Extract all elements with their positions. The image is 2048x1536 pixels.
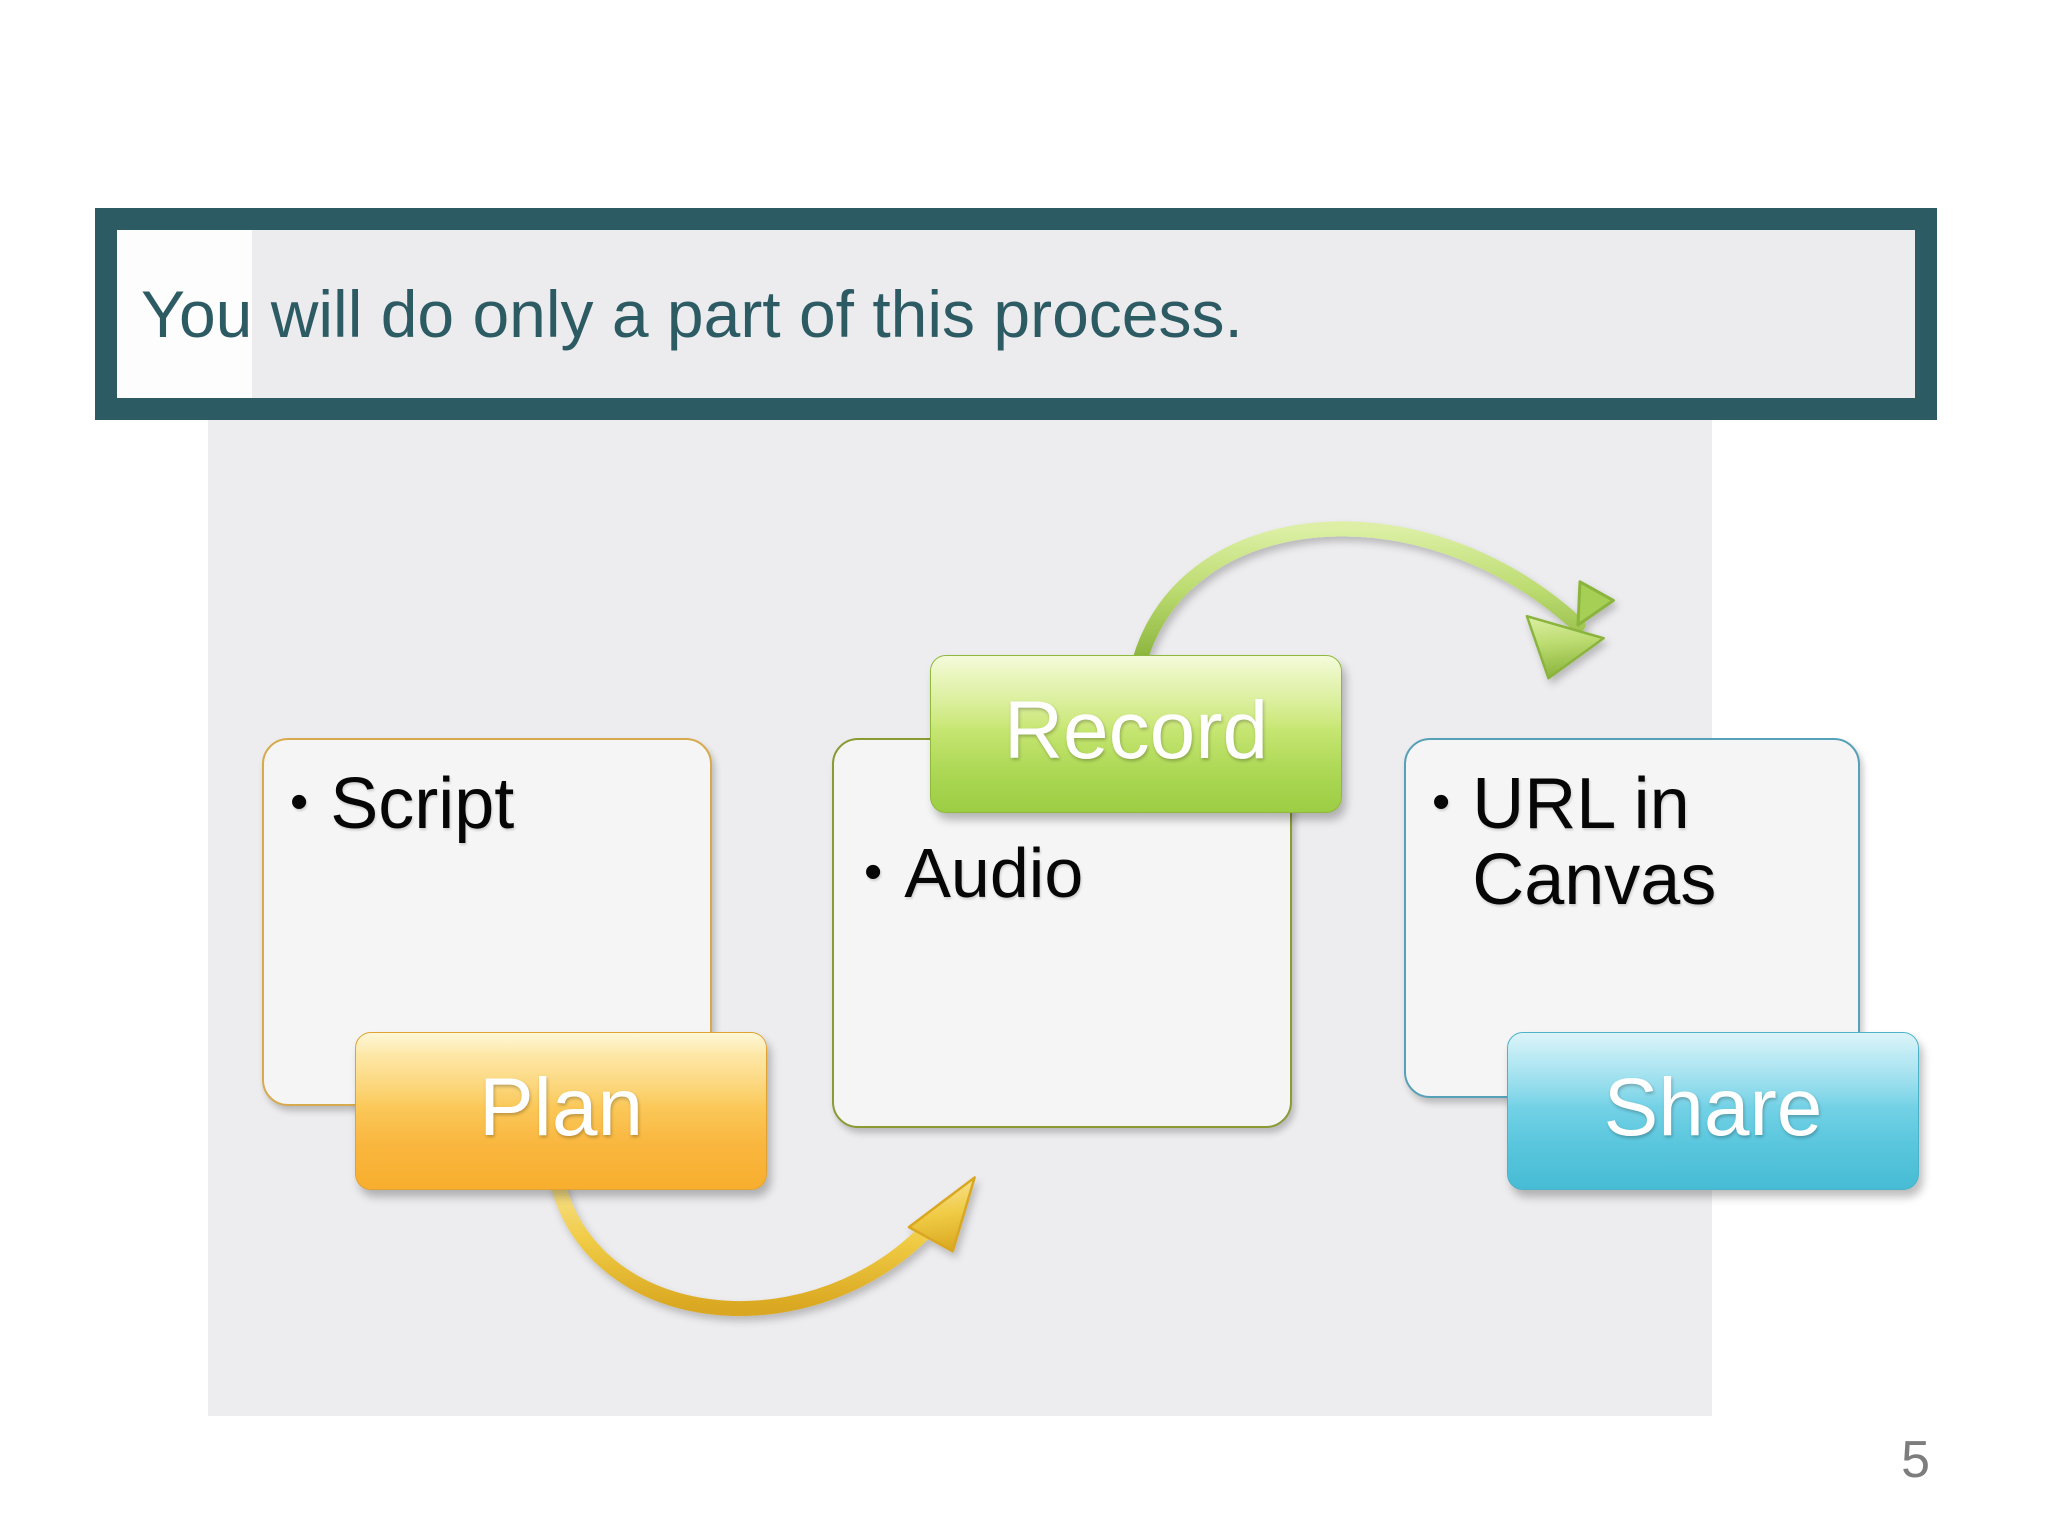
step-detail-label-share: URL in Canvas — [1472, 764, 1717, 921]
title-accent-wedge — [117, 230, 252, 398]
bullet-icon: • — [1432, 773, 1451, 831]
step-button-label-record: Record — [1003, 685, 1269, 776]
page-title: You will do only a part of this process. — [141, 277, 1243, 351]
step-button-label-share: Share — [1603, 1062, 1823, 1153]
slide-title-inner: You will do only a part of this process. — [117, 230, 1915, 398]
slide-title-frame: You will do only a part of this process. — [95, 208, 1937, 420]
step-detail-text-plan: • Script — [290, 764, 515, 844]
step-button-plan[interactable]: Plan — [355, 1032, 767, 1190]
bullet-icon: • — [290, 773, 309, 831]
step-button-label-plan: Plan — [478, 1062, 644, 1153]
bullet-icon: • — [864, 843, 883, 901]
step-button-share[interactable]: Share — [1507, 1032, 1919, 1190]
page-number: 5 — [1901, 1431, 1930, 1489]
step-detail-label-plan: Script — [330, 764, 515, 844]
step-button-record[interactable]: Record — [930, 655, 1342, 813]
step-detail-label-record: Audio — [904, 834, 1084, 912]
step-detail-text-record: • Audio — [864, 836, 1083, 910]
step-detail-text-share: • URL in Canvas — [1432, 766, 1840, 919]
